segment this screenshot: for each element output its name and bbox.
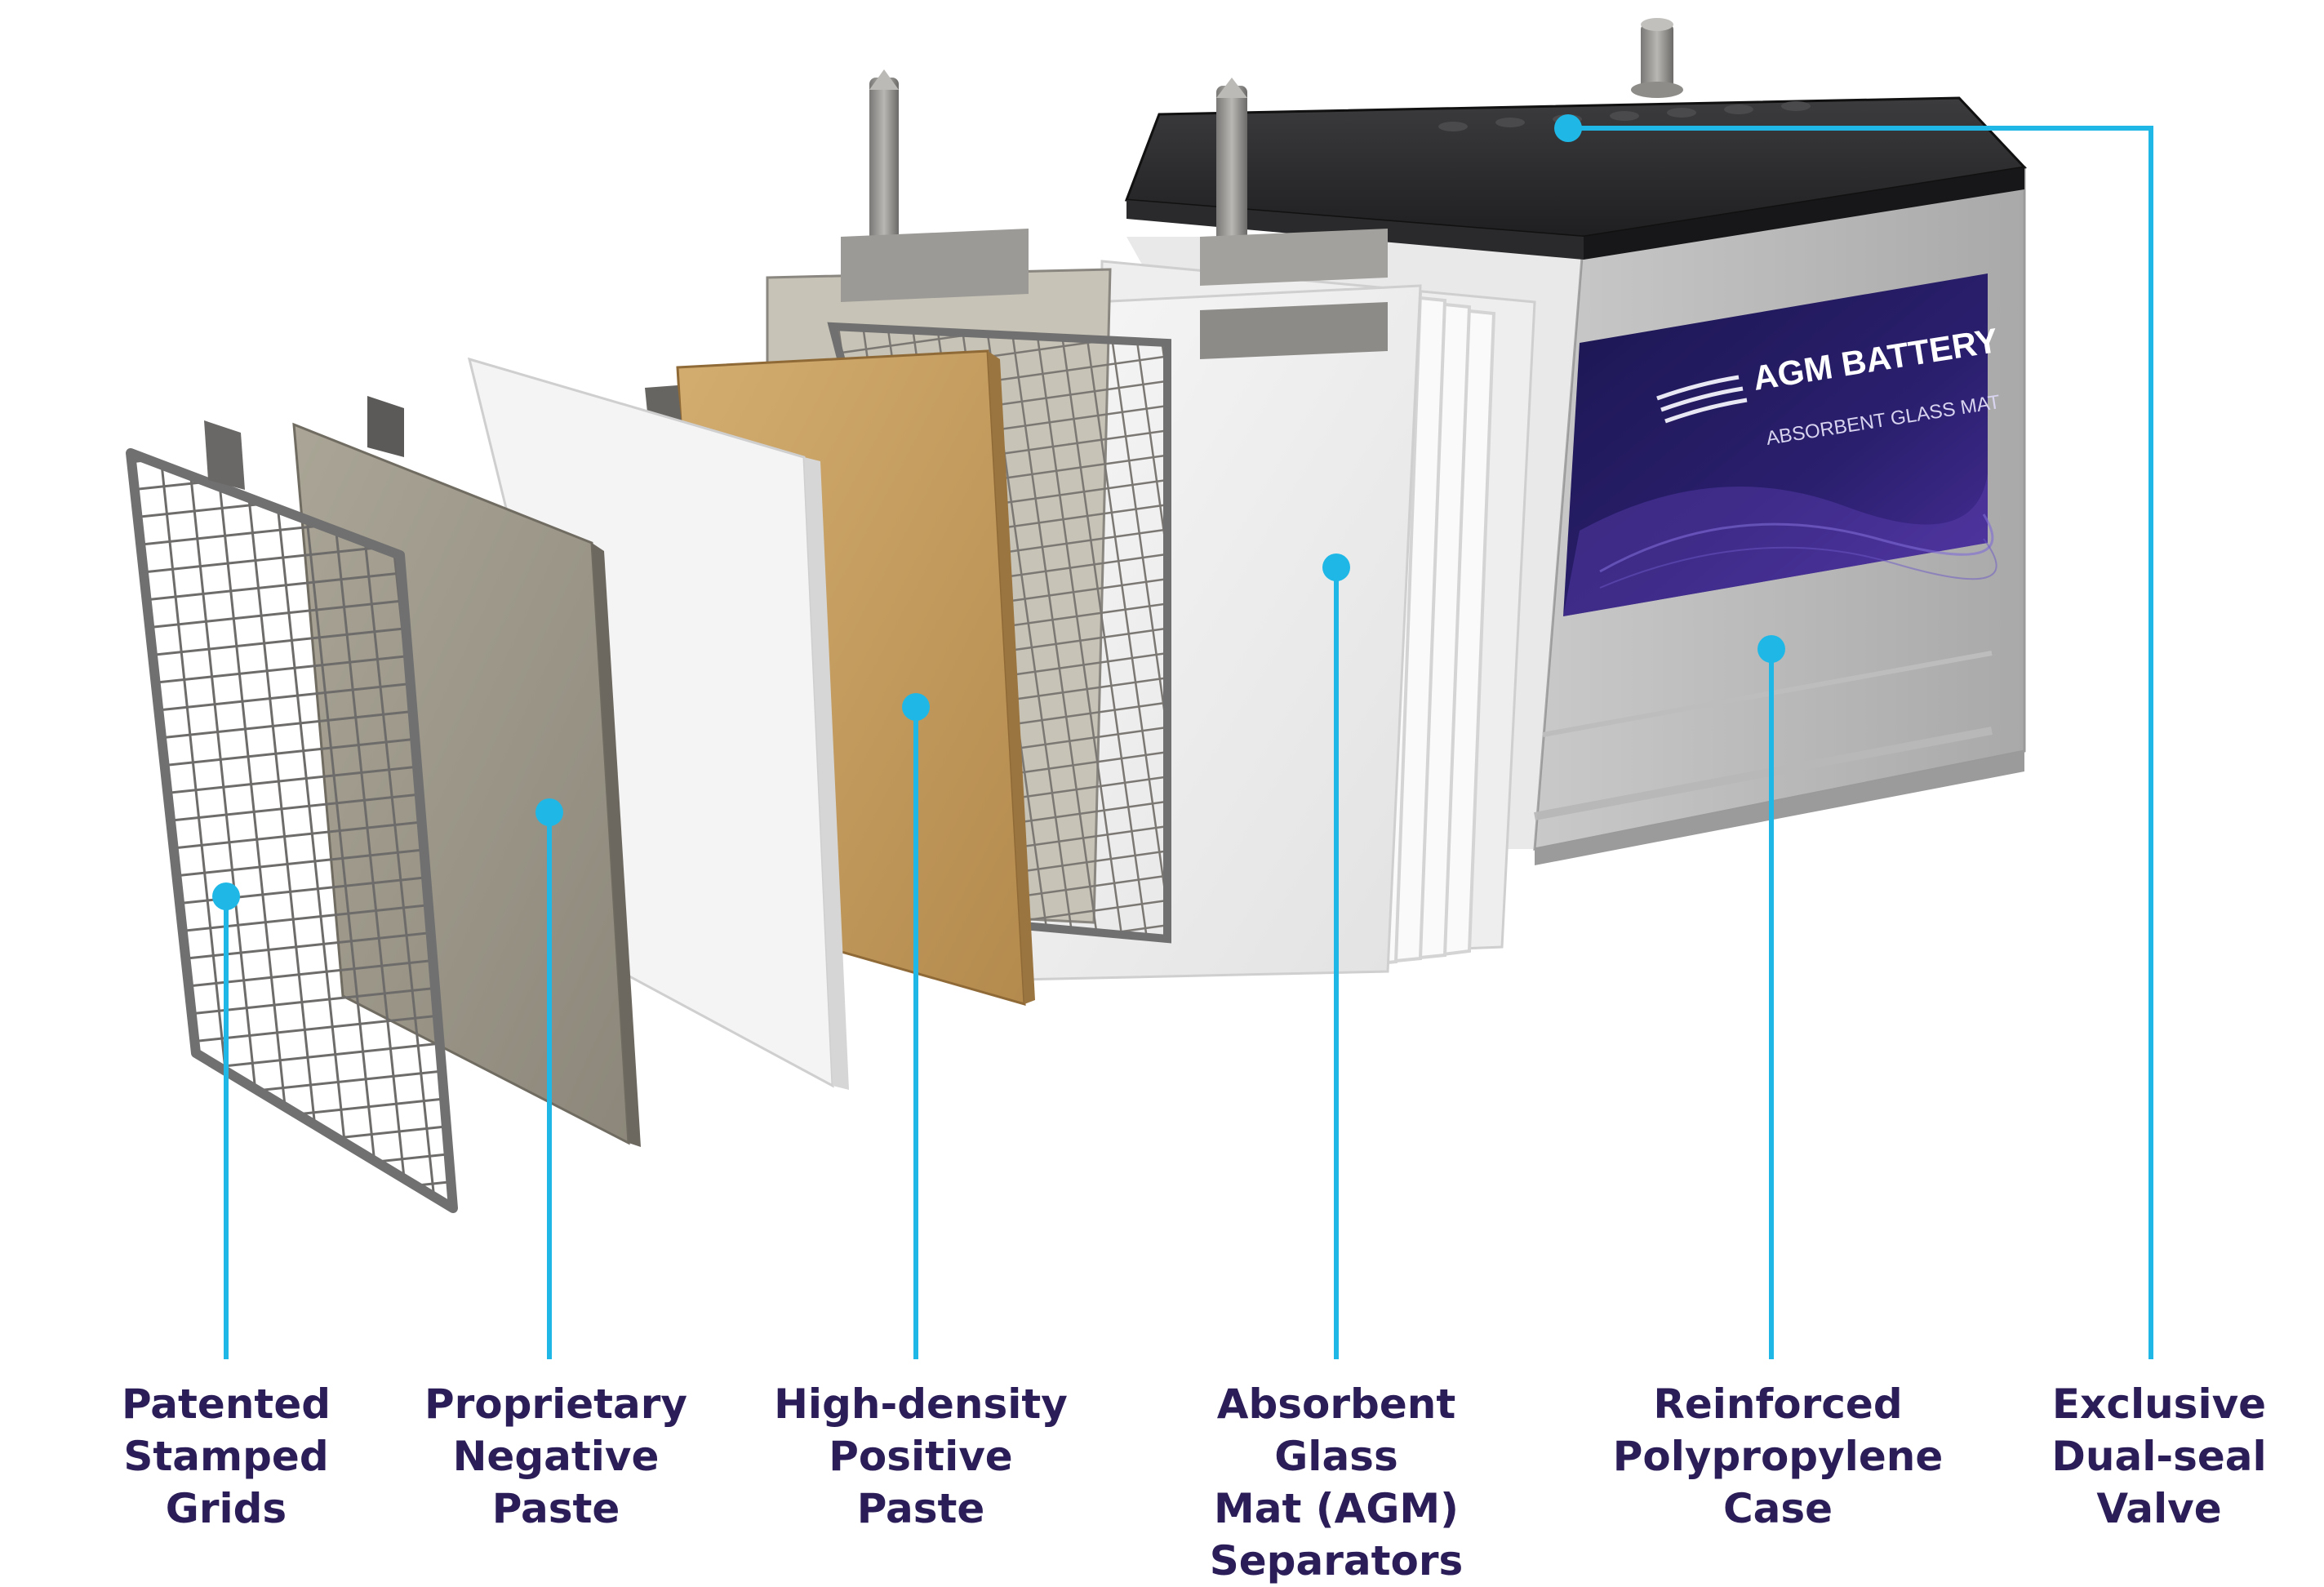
callout-label-grids: Patented Stamped Grids — [121, 1380, 331, 1532]
callout-lines — [224, 126, 2153, 1359]
callout-label-negative: Proprietary Negative Paste — [424, 1380, 688, 1532]
callout-dot-valve — [1554, 114, 1582, 142]
callout-line-valve — [1568, 126, 2153, 1359]
callout-label-case: Reinforced Polypropylene Case — [1612, 1380, 1944, 1532]
callout-dot-positive — [902, 693, 930, 721]
stamped-grid — [126, 420, 458, 1213]
callout-label-separators: Absorbent Glass Mat (AGM) Separators — [1209, 1380, 1464, 1585]
brand-swoosh-icon — [1656, 375, 1748, 424]
callout-dot-separators — [1322, 553, 1350, 581]
agm-label-panel: AGM BATTERY ABSORBENT GLASS MAT — [1563, 273, 2002, 616]
callout-label-valve: Exclusive Dual-seal Valve — [2051, 1380, 2267, 1532]
callout-label-positive: High-density Positive Paste — [774, 1380, 1068, 1532]
callout-dot-negative — [535, 798, 563, 826]
callout-dots — [212, 114, 1785, 910]
callout-dot-case — [1757, 635, 1785, 663]
callout-dot-grids — [212, 882, 240, 910]
